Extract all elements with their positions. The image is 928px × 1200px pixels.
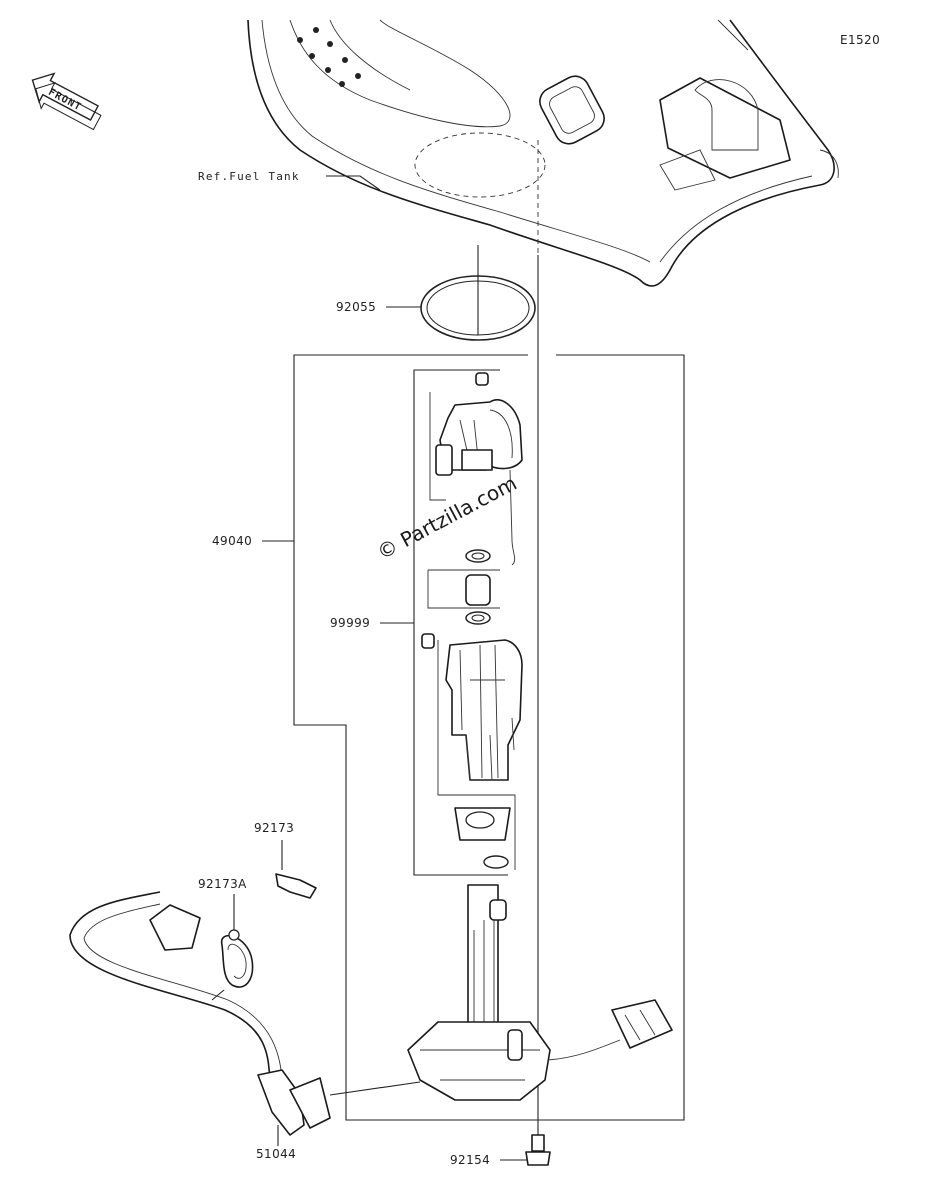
- ref-fuel-tank-label: Ref.Fuel Tank: [198, 170, 300, 183]
- fuel-pump-top: [435, 372, 523, 566]
- label-92154: 92154: [450, 1153, 490, 1167]
- front-arrow-icon: FRONT: [31, 72, 102, 131]
- label-49040: 49040: [212, 534, 252, 548]
- part-92154-bolt: [525, 1134, 551, 1166]
- label-99999: 99999: [330, 616, 370, 630]
- label-92055: 92055: [336, 300, 376, 314]
- part-51044-fuel-hose: [69, 891, 421, 1136]
- fuel-tank-outline: [247, 19, 839, 287]
- label-51044: 51044: [256, 1147, 296, 1161]
- label-92173: 92173: [254, 821, 294, 835]
- part-92055-o-ring: [420, 245, 536, 341]
- watermark: © Partzilla.com: [373, 471, 521, 565]
- label-92173A: 92173A: [198, 877, 247, 891]
- fuel-pump-body: [421, 633, 523, 781]
- assembly-bracket-49040: [293, 354, 685, 1121]
- diagram-code: E1520: [840, 33, 880, 47]
- part-92173A-clamp: [221, 929, 254, 988]
- pump-base-plate: [407, 884, 673, 1101]
